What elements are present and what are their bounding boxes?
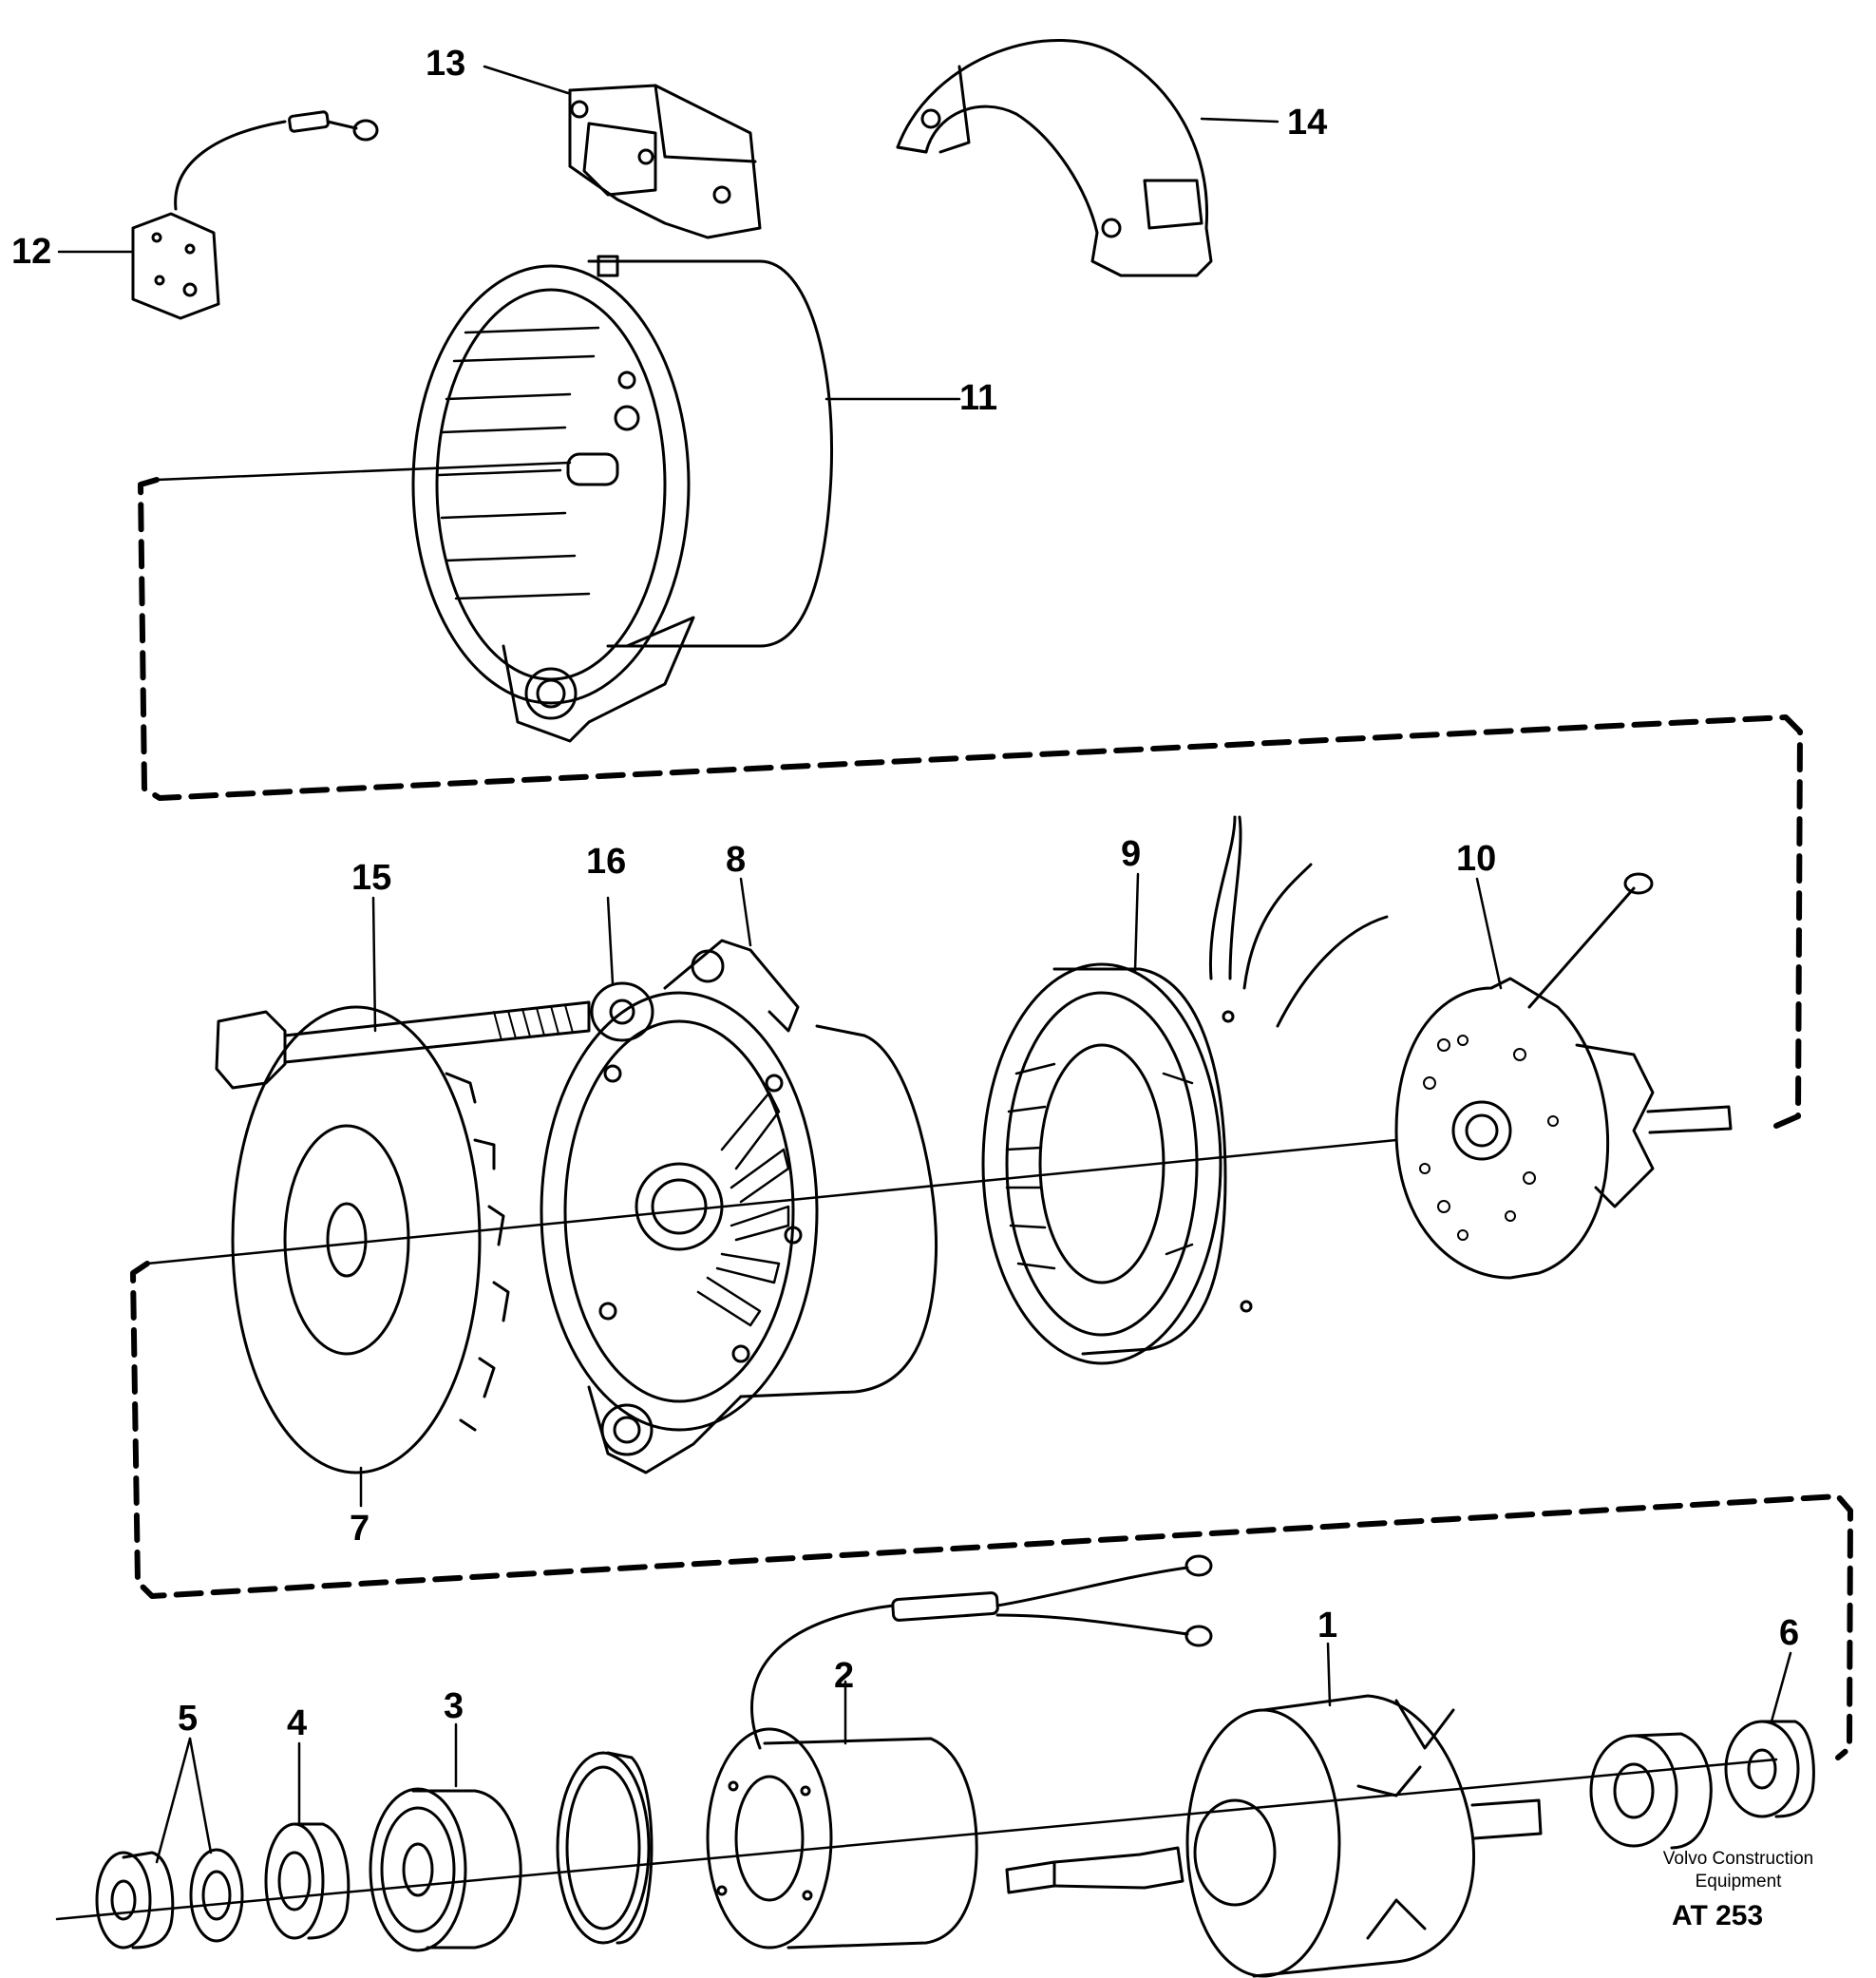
part-3-ball-bearing — [369, 1787, 522, 1952]
callout-3: 3 — [444, 1686, 464, 1726]
callout-15: 15 — [351, 858, 392, 898]
callout-4: 4 — [287, 1703, 308, 1743]
credit-line-1: Volvo Construction — [1662, 1849, 1814, 1869]
part-2-field-coil — [706, 1554, 1213, 1949]
assembly-dashed-lines — [130, 477, 1853, 1760]
part-ring — [556, 1751, 654, 1945]
part-11-end-shield — [411, 255, 834, 743]
part-13-brush-holder — [568, 84, 762, 239]
callout-8: 8 — [726, 840, 747, 880]
part-1-rotor — [1005, 1694, 1543, 1978]
leader-lines — [57, 65, 1792, 1864]
credit-line-2: Equipment — [1695, 1872, 1782, 1892]
callout-13: 13 — [426, 44, 466, 84]
callout-6: 6 — [1779, 1613, 1800, 1653]
part-15-bolt — [215, 1000, 591, 1090]
part-9-stator — [981, 815, 1389, 1365]
part-8-drive-end-shield — [540, 939, 938, 1474]
assembly-axis-lines — [55, 461, 1778, 1921]
part-5-washers — [95, 1848, 244, 1949]
part-12-cable — [131, 110, 379, 320]
callout-7: 7 — [350, 1509, 370, 1549]
illustration-code: AT 253 — [1672, 1900, 1764, 1931]
callout-11: 11 — [959, 378, 998, 418]
part-14-cover — [896, 38, 1213, 277]
callout-9: 9 — [1121, 834, 1142, 874]
callout-5: 5 — [178, 1699, 199, 1739]
part-4-spacer-ring — [264, 1822, 351, 1940]
part-6-ball-bearing — [1589, 1720, 1815, 1850]
publisher-credit: Volvo Construction Equipment — [1629, 1848, 1848, 1893]
callout-2: 2 — [834, 1656, 855, 1696]
callout-1: 1 — [1317, 1606, 1338, 1645]
part-7-fan — [231, 1005, 510, 1474]
callout-16: 16 — [586, 842, 627, 882]
part-10-rectifier — [1394, 872, 1733, 1280]
callout-12: 12 — [11, 232, 52, 272]
callout-10: 10 — [1456, 839, 1497, 879]
callout-14: 14 — [1287, 103, 1328, 143]
part-16-washer — [590, 981, 654, 1042]
